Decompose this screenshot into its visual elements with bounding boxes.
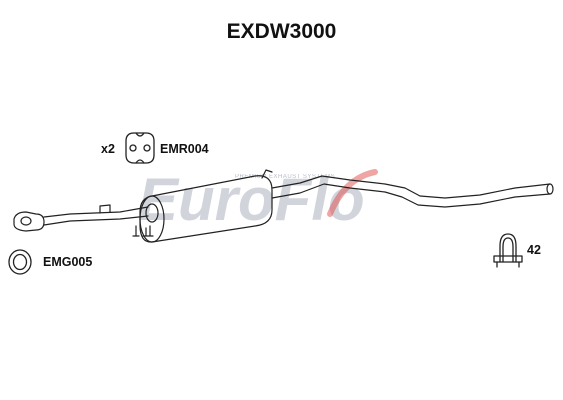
tail-pipe-bottom <box>271 183 551 208</box>
u-clamp-icon <box>493 233 523 268</box>
rubber-hanger-icon <box>125 132 155 164</box>
hanger-quantity: x2 <box>101 142 115 156</box>
front-pipe-bottom <box>43 215 149 226</box>
silencer-body <box>139 175 273 243</box>
watermark-accent-swoosh <box>327 169 378 217</box>
watermark-tagline: PREMIUM EXHAUST SYSTEMS <box>235 174 335 180</box>
flange-bolt-hole <box>20 216 32 226</box>
hanger-pin-right <box>142 225 154 237</box>
hanger-part-code: EMR004 <box>160 142 209 156</box>
silencer-front-end <box>139 195 165 243</box>
gasket-ring-icon <box>8 249 32 275</box>
hanger-pin-left <box>132 225 140 237</box>
pipe-bracket-tab <box>99 204 111 214</box>
front-pipe-top <box>43 206 149 218</box>
front-flange <box>13 211 45 232</box>
silencer-top-bracket <box>261 169 273 179</box>
tail-pipe-top <box>271 175 551 199</box>
silencer-inlet <box>145 203 159 223</box>
part-number-title: EXDW3000 <box>226 20 337 43</box>
gasket-part-code: EMG005 <box>43 255 93 269</box>
tail-pipe-end <box>546 183 554 195</box>
clamp-part-code: 42 <box>527 243 541 257</box>
